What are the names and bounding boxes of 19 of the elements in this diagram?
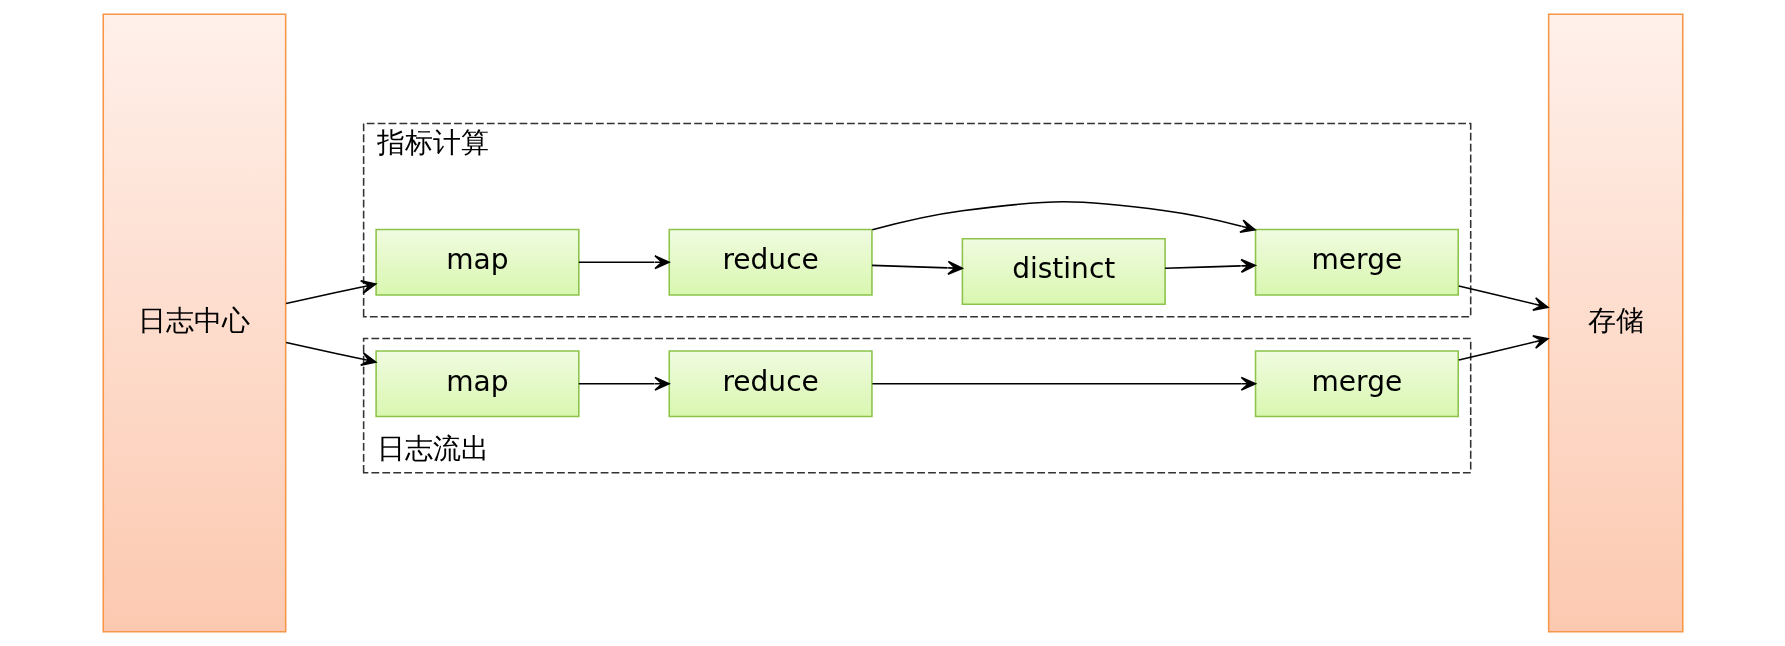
arrow [1457, 285, 1549, 311]
node-box: merge [1254, 228, 1459, 296]
arrow [577, 376, 670, 391]
node-box: 日志中心 [101, 13, 286, 633]
node-box: map [374, 350, 580, 418]
arrow [870, 260, 963, 275]
arrow [1457, 335, 1549, 361]
node-box: map [374, 228, 580, 296]
arrow [577, 255, 670, 270]
arrow [1163, 258, 1256, 273]
node-box: reduce [667, 350, 873, 418]
node-box: 存储 [1547, 13, 1684, 633]
arrow [871, 201, 1256, 234]
node-box: distinct [961, 238, 1166, 306]
arrow [284, 279, 377, 305]
arrow [284, 341, 377, 367]
arrow [871, 376, 1256, 391]
node-box: reduce [667, 228, 873, 296]
node-box: merge [1254, 350, 1459, 418]
